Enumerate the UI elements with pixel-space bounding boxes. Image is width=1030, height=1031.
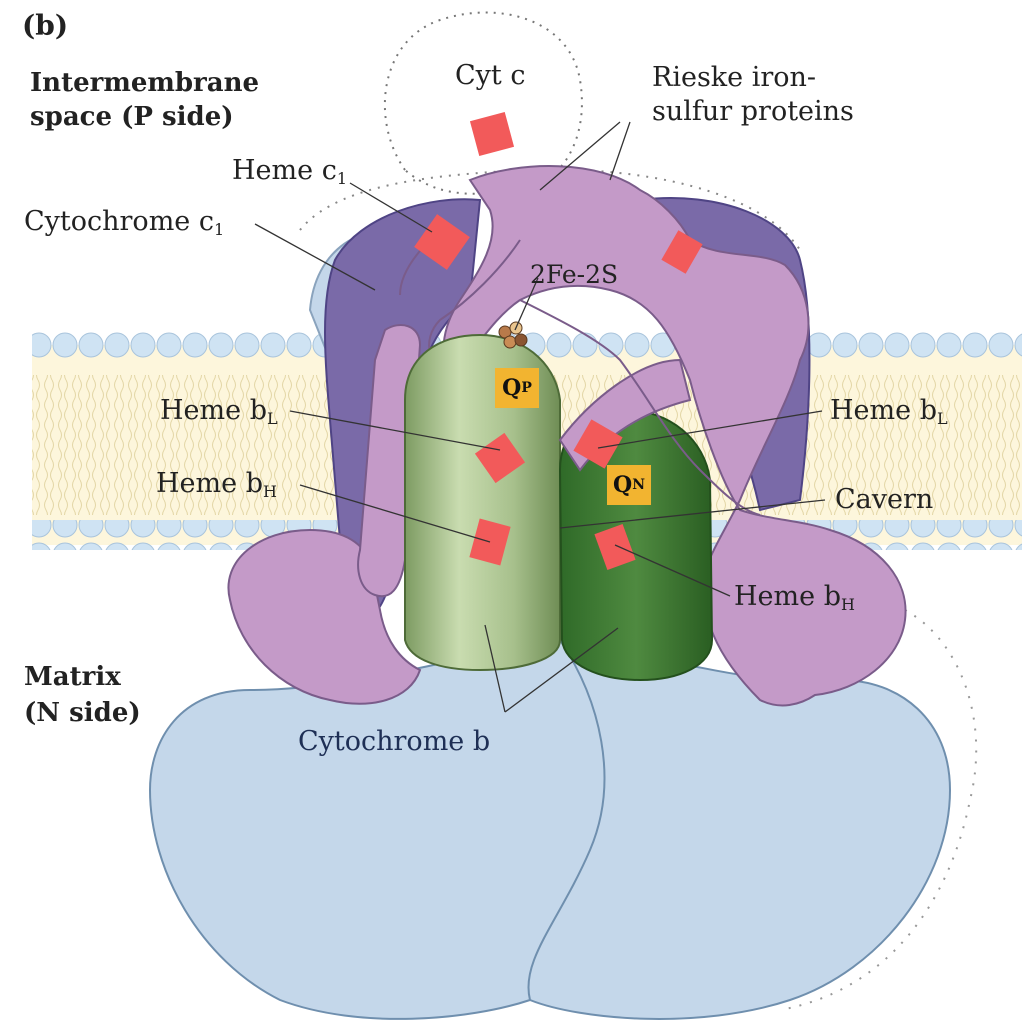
- cytochrome-c1-label: Cytochrome c1: [24, 208, 224, 238]
- matrix-label-line1: Matrix: [24, 664, 121, 690]
- cytochrome-b-label: Cytochrome b: [298, 728, 490, 755]
- rieske-label-line2: sulfur proteins: [652, 98, 854, 125]
- heme-bl-left-label: Heme bL: [160, 397, 278, 427]
- heme-bh-left-label: Heme bH: [156, 470, 277, 500]
- intermembrane-label-line2: space (P side): [30, 104, 234, 130]
- intermembrane-label-line1: Intermembrane: [30, 70, 259, 96]
- fes-label: 2Fe-2S: [530, 262, 618, 287]
- heme-cyt-c: [470, 112, 514, 156]
- heme-bl-right-label: Heme bL: [830, 397, 948, 427]
- rieske-label-line1: Rieske iron-: [652, 64, 816, 91]
- heme-bh-right-label: Heme bH: [734, 583, 855, 613]
- cavern-label: Cavern: [835, 486, 933, 513]
- heme-c1-label: Heme c1: [232, 157, 347, 187]
- cyt-c-label: Cyt c: [455, 62, 525, 89]
- panel-label: (b): [22, 12, 68, 40]
- matrix-label-line2: (N side): [24, 700, 141, 726]
